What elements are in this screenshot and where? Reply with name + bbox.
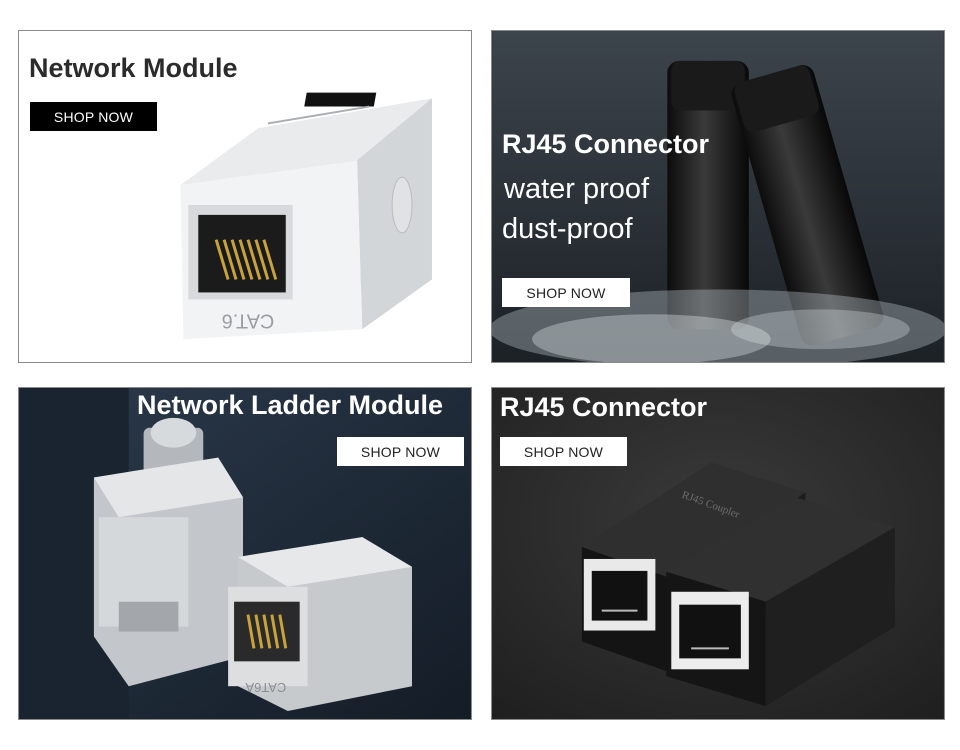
- tile-title: RJ45 Connector: [502, 129, 710, 159]
- feature-waterproof: water proof: [504, 173, 650, 205]
- shop-now-button[interactable]: SHOP NOW: [502, 278, 630, 307]
- tile-title: RJ45 Connector: [500, 392, 708, 422]
- tile-title: Network Ladder Module: [137, 390, 444, 420]
- promo-tile-network-ladder-module[interactable]: CAT6A Network Ladder Module SHOP NOW: [18, 387, 472, 720]
- shop-now-button[interactable]: SHOP NOW: [30, 102, 157, 131]
- ladder-module-image: CAT6A: [19, 388, 471, 719]
- engraving-text: CAT6A: [245, 680, 286, 695]
- shop-now-button[interactable]: SHOP NOW: [500, 437, 627, 466]
- promo-tile-rj45-waterproof[interactable]: RJ45 Connector water proof dust-proof SH…: [491, 30, 945, 363]
- engraving-text: CAT.6: [222, 309, 275, 331]
- feature-dustproof: dust-proof: [502, 213, 633, 245]
- promo-tile-network-module[interactable]: CAT.6 Network Module SHOP NOW: [18, 30, 472, 363]
- network-module-image: CAT.6: [180, 92, 432, 340]
- shop-now-button[interactable]: SHOP NOW: [337, 437, 464, 466]
- promo-tile-rj45-coupler[interactable]: RJ45 Coupler RJ45 Connector SHOP NOW: [491, 387, 945, 720]
- tile-title: Network Module: [29, 53, 238, 83]
